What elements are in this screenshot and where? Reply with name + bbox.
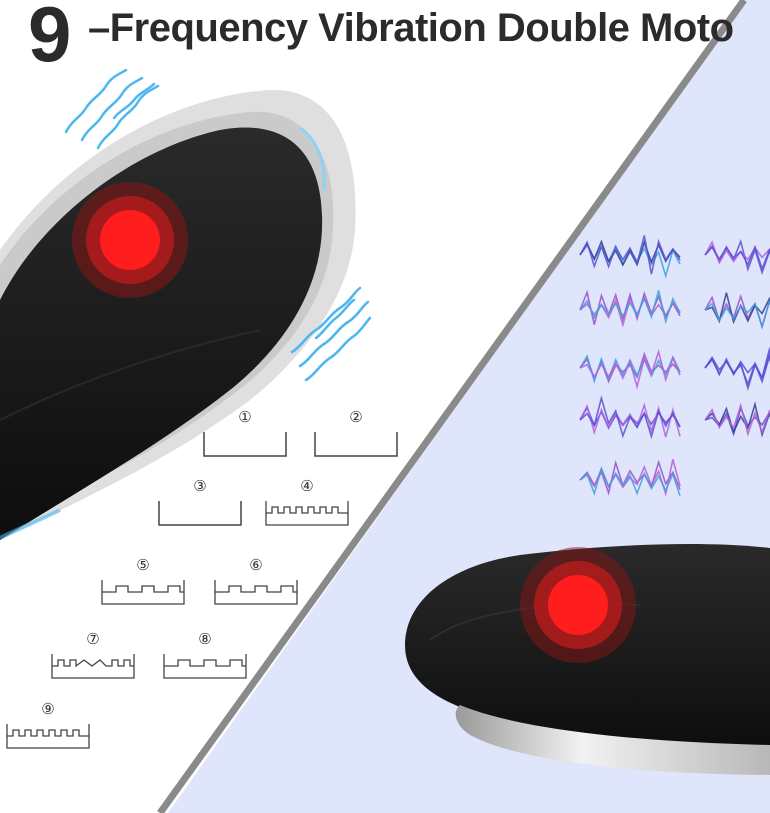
vibration-mode: ⑧ bbox=[160, 630, 250, 690]
waveform-icon bbox=[579, 395, 681, 440]
vibration-mode: ① bbox=[200, 408, 290, 468]
mode-pattern-icon bbox=[6, 724, 90, 749]
vibration-mode: ⑦ bbox=[48, 630, 138, 690]
waveform-icon bbox=[704, 401, 770, 438]
waveform-icon bbox=[579, 459, 681, 498]
vibration-mode: ④ bbox=[262, 477, 352, 537]
waveform-icon bbox=[704, 346, 770, 392]
panel-divider bbox=[157, 0, 747, 813]
waveform-icon bbox=[579, 289, 681, 328]
mode-pattern-icon bbox=[163, 654, 247, 679]
mode-number: ⑤ bbox=[136, 556, 150, 574]
vibration-waves-icon bbox=[290, 286, 372, 382]
vibration-mode: ⑤ bbox=[98, 556, 188, 616]
mode-pattern-icon bbox=[214, 580, 298, 605]
device-highlight bbox=[0, 508, 61, 540]
mode-number: ⑦ bbox=[86, 630, 100, 648]
device-silver-base bbox=[455, 705, 770, 775]
waveform-icon bbox=[579, 235, 681, 279]
title-number: 9 bbox=[28, 0, 71, 78]
vibration-mode: ⑨ bbox=[3, 700, 93, 760]
mode-number: ① bbox=[238, 408, 252, 426]
waveform-icon bbox=[579, 348, 681, 390]
red-indicator-icon bbox=[520, 547, 636, 663]
title-text: –Frequency Vibration Double Moto bbox=[88, 6, 734, 50]
vibration-mode: ② bbox=[311, 408, 401, 468]
mode-number: ⑧ bbox=[198, 630, 212, 648]
mode-pattern-icon bbox=[51, 654, 135, 679]
device-seam bbox=[0, 329, 261, 421]
mode-pattern-icon bbox=[265, 501, 349, 526]
waveform-icon bbox=[704, 238, 770, 276]
vibration-mode: ③ bbox=[155, 477, 245, 537]
mode-pattern-icon bbox=[101, 580, 185, 605]
mode-pattern-icon bbox=[314, 432, 398, 457]
mode-number: ② bbox=[349, 408, 363, 426]
waveform-group bbox=[579, 235, 770, 498]
mode-number: ③ bbox=[193, 477, 207, 495]
waveform-icon bbox=[704, 292, 770, 330]
mode-pattern-icon bbox=[158, 501, 242, 526]
vibration-waves-icon bbox=[64, 68, 160, 150]
mode-number: ④ bbox=[300, 477, 314, 495]
red-indicator-icon bbox=[72, 182, 188, 298]
vibration-mode: ⑥ bbox=[211, 556, 301, 616]
mode-number: ⑨ bbox=[41, 700, 55, 718]
mode-pattern-icon bbox=[203, 432, 287, 457]
device-highlight bbox=[299, 126, 326, 191]
mode-number: ⑥ bbox=[249, 556, 263, 574]
